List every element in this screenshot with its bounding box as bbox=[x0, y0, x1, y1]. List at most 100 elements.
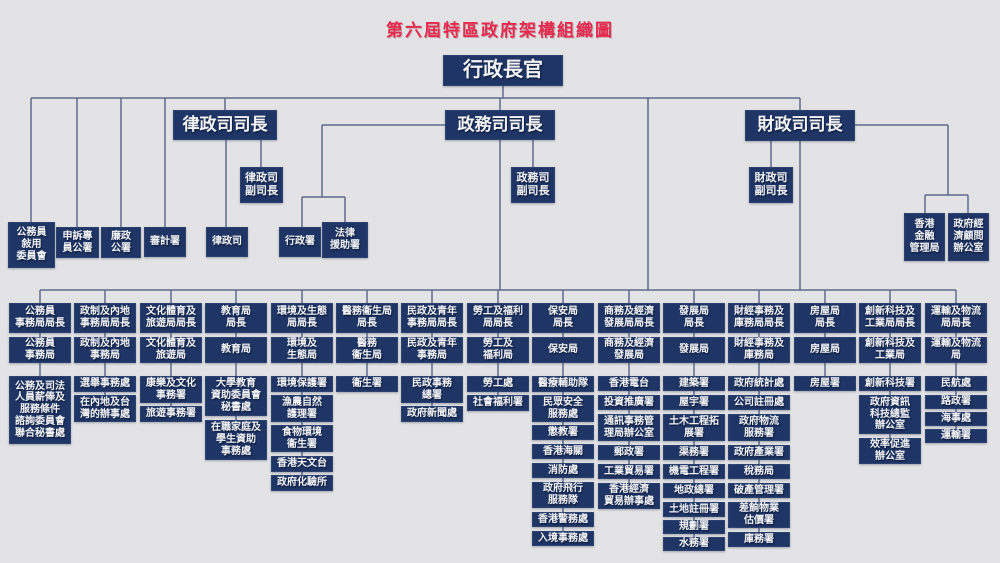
node-b3: 文化體育及 旅遊局 bbox=[140, 337, 202, 363]
node-c8: 勞工及福利 局局長 bbox=[467, 303, 529, 333]
node-b4: 教育局 bbox=[205, 337, 267, 363]
node-c10: 商務及經濟 發展局局長 bbox=[598, 303, 660, 333]
node-c11: 發展局 局長 bbox=[663, 303, 725, 333]
node-d12d: 政府產業署 bbox=[728, 445, 790, 460]
node-d5b: 漁農自然 護理署 bbox=[271, 395, 333, 422]
node-d9b: 民眾安全 服務處 bbox=[532, 395, 594, 422]
node-d11c: 土木工程拓 展署 bbox=[663, 414, 725, 441]
node-d14b: 政府資訊 科技總監 辦公室 bbox=[859, 395, 921, 434]
node-d9c: 懲教署 bbox=[532, 425, 594, 440]
node-d10b: 投資推廣署 bbox=[598, 395, 660, 410]
node-d9f: 政府飛行 服務隊 bbox=[532, 482, 594, 508]
node-d10c: 通訊事務管 理局辦公室 bbox=[598, 414, 660, 441]
node-lad: 法律 援助署 bbox=[322, 222, 368, 258]
node-dfs: 財政司 副司長 bbox=[749, 167, 793, 203]
node-d12a: 政府統計處 bbox=[728, 376, 790, 391]
node-c7: 民政及青年 事務局局長 bbox=[401, 303, 463, 333]
node-d12b: 公司註冊處 bbox=[728, 395, 790, 410]
node-b14: 創新科技及 工業局 bbox=[859, 337, 921, 363]
node-b9: 保安局 bbox=[532, 337, 594, 363]
node-d2b: 在內地及台 灣的辦事處 bbox=[74, 395, 136, 422]
node-d13a: 房屋署 bbox=[794, 376, 856, 391]
chart-title: 第六屆特區政府架構組織圖 bbox=[386, 21, 614, 40]
node-c2: 政制及內地 事務局局長 bbox=[74, 303, 136, 333]
node-d12h: 庫務署 bbox=[728, 532, 790, 547]
node-d15b: 路政署 bbox=[925, 395, 987, 409]
node-d5d: 香港天文台 bbox=[271, 456, 333, 472]
node-d9g: 香港警務處 bbox=[532, 512, 594, 527]
node-d9h: 入境事務處 bbox=[532, 531, 594, 546]
node-d8b: 社會福利署 bbox=[467, 395, 529, 411]
node-d5c: 食物環境 衞生署 bbox=[271, 425, 333, 452]
node-psc: 公務員 敍用 委員會 bbox=[8, 222, 55, 268]
node-b5: 環境及 生態局 bbox=[271, 337, 333, 363]
node-d1a: 公務及司法 人員薪俸及 服務條件 諮詢委員會 聯合秘書處 bbox=[9, 376, 71, 444]
node-d2a: 選舉事務處 bbox=[74, 376, 136, 392]
node-b15: 運輸及物流 局 bbox=[925, 337, 987, 363]
node-oge: 政府經 濟顧問 辦公室 bbox=[948, 213, 989, 261]
node-sj: 律政司司長 bbox=[173, 110, 277, 140]
node-ce: 行政長官 bbox=[443, 55, 563, 86]
node-d6a: 衞生署 bbox=[336, 376, 398, 392]
node-b2: 政制及內地 事務局 bbox=[74, 337, 136, 363]
node-c14: 創新科技及 工業局局長 bbox=[859, 303, 921, 333]
node-d11e: 機電工程署 bbox=[663, 464, 725, 479]
node-d7a: 民政事務 總署 bbox=[401, 376, 463, 403]
node-d10a: 香港電台 bbox=[598, 376, 660, 391]
node-d14a: 創新科技署 bbox=[859, 376, 921, 391]
node-d3a: 康樂及文化 事務署 bbox=[140, 376, 202, 403]
node-c5: 環境及生態 局局長 bbox=[271, 303, 333, 333]
node-d10f: 香港經濟 貿易辦事處 bbox=[598, 483, 660, 509]
node-d11h: 規劃署 bbox=[663, 520, 725, 534]
node-c15: 運輸及物流 局局長 bbox=[925, 303, 987, 333]
node-c13: 房屋局 局長 bbox=[794, 303, 856, 333]
node-d9d: 香港海關 bbox=[532, 444, 594, 459]
node-adm: 行政署 bbox=[279, 227, 321, 257]
node-d12e: 稅務局 bbox=[728, 464, 790, 479]
node-d11i: 水務署 bbox=[663, 537, 725, 551]
node-d5e: 政府化驗所 bbox=[271, 475, 333, 491]
node-d11g: 土地註冊署 bbox=[663, 502, 725, 517]
node-c1: 公務員 事務局局長 bbox=[9, 303, 71, 333]
node-d15c: 海事處 bbox=[925, 412, 987, 426]
node-d11f: 地政總署 bbox=[663, 483, 725, 498]
node-d11a: 建築署 bbox=[663, 376, 725, 391]
node-b1: 公務員 事務局 bbox=[9, 337, 71, 363]
node-d14c: 效率促進 辦公室 bbox=[859, 438, 921, 464]
node-fs: 財政司司長 bbox=[745, 110, 855, 141]
node-b10: 商務及經濟 發展局 bbox=[598, 337, 660, 363]
node-b8: 勞工及 福利局 bbox=[467, 337, 529, 363]
node-d10d: 郵政署 bbox=[598, 445, 660, 460]
node-d4b: 在職家庭及 學生資助 事務處 bbox=[205, 420, 267, 460]
node-dcs: 政務司 副司長 bbox=[511, 167, 555, 203]
node-doj: 律政司 bbox=[206, 227, 248, 257]
node-d4a: 大學教育 資助委員會 秘書處 bbox=[205, 376, 267, 416]
node-b7: 民政及青年 事務局 bbox=[401, 337, 463, 363]
node-c12: 財經事務及 庫務局局長 bbox=[728, 303, 790, 333]
node-cs: 政務司司長 bbox=[445, 110, 555, 140]
node-d9e: 消防處 bbox=[532, 463, 594, 478]
node-b12: 財經事務及 庫務局 bbox=[728, 337, 790, 363]
node-d5a: 環境保護署 bbox=[271, 376, 333, 392]
node-b13: 房屋局 bbox=[794, 337, 856, 363]
node-d3b: 旅遊事務署 bbox=[140, 406, 202, 422]
node-icac: 廉政 公署 bbox=[101, 227, 141, 258]
node-d11d: 渠務署 bbox=[663, 445, 725, 460]
node-d12f: 破產管理署 bbox=[728, 483, 790, 498]
node-aud: 審計署 bbox=[144, 227, 186, 257]
node-d10e: 工業貿易署 bbox=[598, 464, 660, 479]
node-c4: 教育局 局長 bbox=[205, 303, 267, 333]
node-dsj: 律政司 副司長 bbox=[240, 167, 283, 203]
node-d9a: 醫療輔助隊 bbox=[532, 376, 594, 392]
node-d11b: 屋宇署 bbox=[663, 395, 725, 410]
node-b11: 發展局 bbox=[663, 337, 725, 363]
node-b6: 醫務 衞生局 bbox=[336, 337, 398, 363]
node-omb: 申訴專 員公署 bbox=[56, 227, 99, 258]
node-d15a: 民航處 bbox=[925, 376, 987, 391]
node-c3: 文化體育及 旅遊局局長 bbox=[140, 303, 202, 333]
node-d15d: 運輸署 bbox=[925, 429, 987, 443]
node-d12g: 差餉物業 估價署 bbox=[728, 502, 790, 528]
node-c9: 保安局 局長 bbox=[532, 303, 594, 333]
node-d7b: 政府新聞處 bbox=[401, 406, 463, 422]
